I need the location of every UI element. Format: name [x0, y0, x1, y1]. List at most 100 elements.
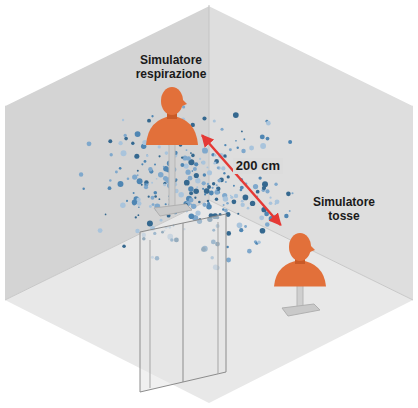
- particle: [165, 203, 167, 205]
- particle: [189, 213, 195, 219]
- particle: [152, 203, 155, 206]
- particle: [135, 216, 137, 218]
- particle: [184, 180, 190, 186]
- particle: [159, 155, 161, 157]
- door-frame: [218, 222, 219, 374]
- particle: [108, 186, 112, 190]
- particle: [202, 116, 206, 120]
- particle: [194, 197, 196, 199]
- stand-base: [282, 304, 320, 316]
- particle: [135, 131, 141, 137]
- particle: [220, 128, 223, 131]
- particle: [151, 115, 153, 117]
- particle: [158, 172, 164, 178]
- particle: [163, 166, 165, 168]
- particle: [146, 155, 148, 157]
- particle: [221, 166, 225, 170]
- particle: [185, 170, 190, 175]
- particle: [247, 207, 250, 210]
- particle: [241, 149, 245, 153]
- particle: [110, 153, 113, 156]
- particle: [136, 198, 140, 202]
- particle: [257, 240, 261, 244]
- particle: [250, 201, 255, 206]
- particle: [275, 199, 280, 204]
- particle: [216, 184, 218, 186]
- particle: [120, 202, 125, 207]
- particle: [284, 214, 288, 218]
- particle: [226, 202, 229, 205]
- particle: [262, 181, 268, 187]
- particle: [105, 214, 107, 216]
- particle: [124, 137, 128, 141]
- particle: [224, 209, 228, 213]
- particle: [158, 145, 161, 148]
- particle: [201, 160, 205, 164]
- particle: [195, 178, 200, 183]
- particle: [239, 228, 243, 232]
- particle: [154, 195, 157, 198]
- particle: [154, 163, 156, 165]
- door-split: [183, 223, 184, 382]
- particle: [108, 139, 112, 143]
- particle: [202, 148, 208, 154]
- particle: [149, 205, 152, 208]
- particle: [223, 172, 225, 174]
- particle: [258, 176, 261, 179]
- particle: [216, 189, 218, 191]
- particle: [217, 179, 221, 183]
- particle: [163, 184, 166, 187]
- particle: [203, 173, 206, 176]
- particle: [178, 192, 184, 198]
- particle: [260, 143, 266, 149]
- particle: [79, 172, 83, 176]
- particle: [137, 178, 143, 184]
- particle: [191, 154, 195, 158]
- particle: [134, 154, 139, 159]
- particle: [180, 163, 184, 167]
- mannequin-figure: [268, 225, 332, 320]
- particle: [131, 143, 134, 146]
- particle: [141, 163, 143, 165]
- particle: [132, 174, 137, 179]
- particle: [213, 162, 216, 165]
- particle: [158, 198, 160, 200]
- mannequin-bust: [274, 260, 326, 286]
- particle: [223, 196, 229, 202]
- particle: [207, 200, 209, 202]
- particle: [191, 170, 193, 172]
- particle: [165, 151, 169, 155]
- particle: [132, 202, 136, 206]
- particle: [266, 137, 270, 141]
- particle: [133, 192, 135, 194]
- particle: [144, 160, 147, 163]
- particle: [151, 196, 155, 200]
- door-frame: [150, 240, 151, 388]
- particle: [186, 149, 188, 151]
- particle: [237, 147, 239, 149]
- particle: [202, 203, 206, 207]
- particle: [226, 257, 231, 262]
- particle: [224, 144, 226, 146]
- particle: [121, 150, 127, 156]
- particle: [207, 185, 211, 189]
- particle: [194, 173, 199, 178]
- particle: [233, 112, 239, 118]
- particle: [194, 162, 198, 166]
- particle: [206, 166, 208, 168]
- particle: [137, 214, 139, 216]
- floor: [5, 200, 413, 403]
- particle: [249, 145, 254, 150]
- particle: [199, 158, 201, 160]
- particle: [274, 183, 277, 186]
- particle: [122, 119, 124, 121]
- particle: [132, 200, 137, 205]
- particle: [226, 231, 231, 236]
- particle: [135, 229, 140, 234]
- particle: [134, 155, 138, 159]
- particle: [227, 175, 230, 178]
- mannequin-bust: [146, 116, 198, 145]
- particle: [196, 186, 198, 188]
- particle: [118, 141, 122, 145]
- particle: [137, 174, 139, 176]
